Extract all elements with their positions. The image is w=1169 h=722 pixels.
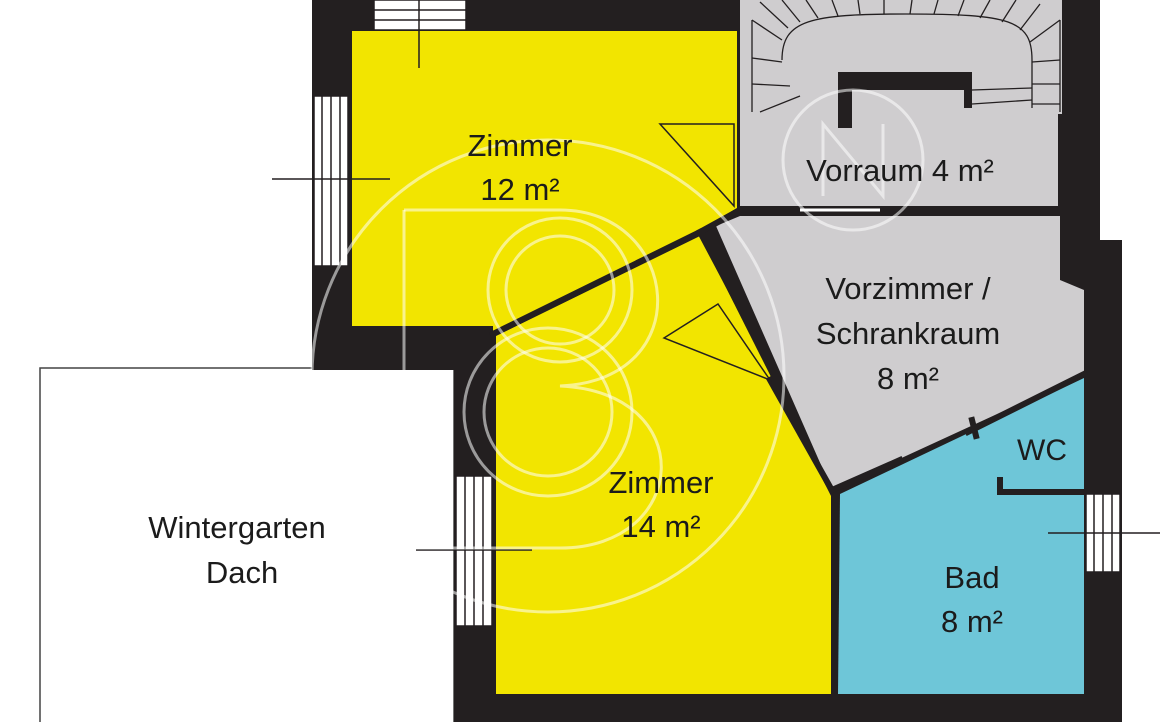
vorraum-label: Vorraum 4 m² [806,153,994,188]
room-labels: Zimmer 12 m² Vorraum 4 m² Vorzimmer / Sc… [148,128,1067,639]
vorzimmer-line1: Vorzimmer / [825,271,991,306]
vorzimmer-area: 8 m² [877,361,939,396]
logo-watermark [310,88,925,614]
room-bad-wc [838,378,1084,694]
zimmer-12-area: 12 m² [480,172,559,207]
door-swings [658,123,773,382]
bad-area: 8 m² [941,604,1003,639]
wc-label: WC [1017,434,1067,467]
bad-name: Bad [944,560,999,595]
zimmer-14-area: 14 m² [621,509,700,544]
staircase-icon [751,0,1061,128]
room-vorraum [740,112,1058,206]
room-zimmer-14 [496,236,832,694]
room-vorzimmer [716,216,1084,490]
vorzimmer-line2: Schrankraum [816,316,1000,351]
wintergarten-roof [39,367,455,722]
zimmer-14-name: Zimmer [608,465,713,500]
room-stairs [740,0,1062,114]
windows [272,0,1160,627]
internal-walls [488,205,1089,697]
wintergarten-line2: Dach [206,555,278,590]
zimmer-12-name: Zimmer [467,128,572,163]
wintergarten-line1: Wintergarten [148,510,325,545]
